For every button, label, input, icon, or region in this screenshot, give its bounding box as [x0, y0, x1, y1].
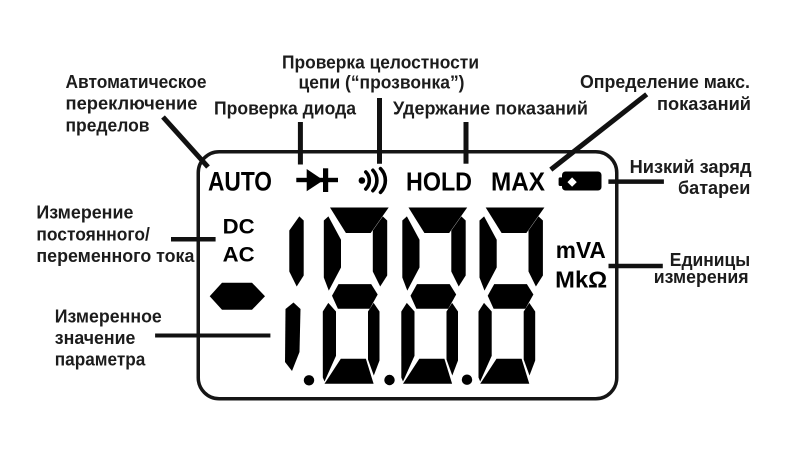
svg-text:Удержание показаний: Удержание показаний	[393, 99, 588, 119]
svg-text:переключение: переключение	[66, 94, 198, 114]
svg-text:Автоматическое: Автоматическое	[66, 72, 207, 92]
svg-text:батареи: батареи	[678, 178, 750, 198]
svg-text:DC: DC	[223, 215, 255, 238]
svg-text:Измерение: Измерение	[36, 203, 133, 223]
svg-text:HOLD: HOLD	[406, 167, 472, 197]
svg-text:Определение макс.: Определение макс.	[580, 72, 750, 92]
svg-text:параметра: параметра	[55, 350, 146, 370]
svg-text:измерения: измерения	[654, 267, 749, 287]
svg-text:mVA: mVA	[556, 237, 606, 263]
svg-text:Проверка целостности: Проверка целостности	[282, 53, 479, 73]
svg-text:MAX: MAX	[491, 167, 546, 197]
svg-text:MkΩ: MkΩ	[555, 267, 607, 293]
svg-text:цепи (“прозвонка”): цепи (“прозвонка”)	[299, 73, 465, 93]
svg-text:значение: значение	[55, 328, 136, 348]
svg-text:постоянного/: постоянного/	[36, 224, 149, 244]
svg-text:AC: AC	[223, 244, 255, 267]
svg-text:AUTO: AUTO	[208, 167, 272, 197]
svg-text:показаний: показаний	[657, 94, 751, 114]
svg-text:переменного тока: переменного тока	[36, 246, 195, 266]
svg-text:Низкий заряд: Низкий заряд	[630, 157, 753, 177]
svg-text:Единицы: Единицы	[670, 250, 750, 270]
svg-text:Проверка диода: Проверка диода	[214, 99, 357, 119]
svg-text:Измеренное: Измеренное	[55, 307, 162, 327]
svg-text:пределов: пределов	[66, 115, 150, 135]
